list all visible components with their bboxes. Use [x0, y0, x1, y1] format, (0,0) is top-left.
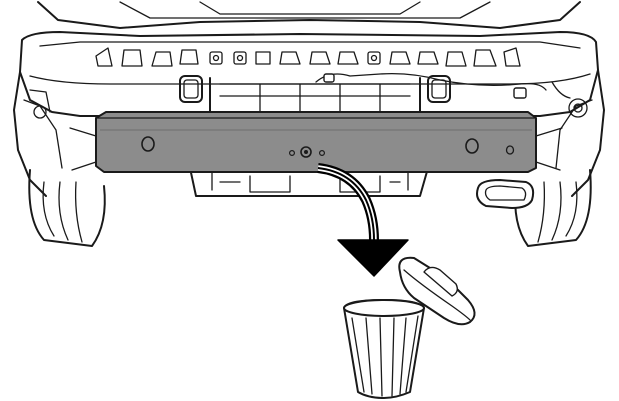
- arrow-down-curved-icon: [317, 163, 409, 277]
- trash-can-icon: [343, 299, 425, 399]
- bumper-reinforcement-beam: [95, 111, 537, 173]
- beam-center-hole: [300, 146, 312, 158]
- left-tire: [28, 169, 106, 247]
- panel-cutouts: [95, 47, 521, 67]
- underbody-lower: [189, 167, 535, 209]
- beam-bolt-hole-left: [141, 136, 155, 152]
- trash-can-lid-icon: [398, 256, 476, 326]
- beam-brackets: [69, 127, 563, 171]
- beam-bolt-hole-right: [465, 138, 479, 154]
- vehicle-rear-body: [13, 1, 605, 197]
